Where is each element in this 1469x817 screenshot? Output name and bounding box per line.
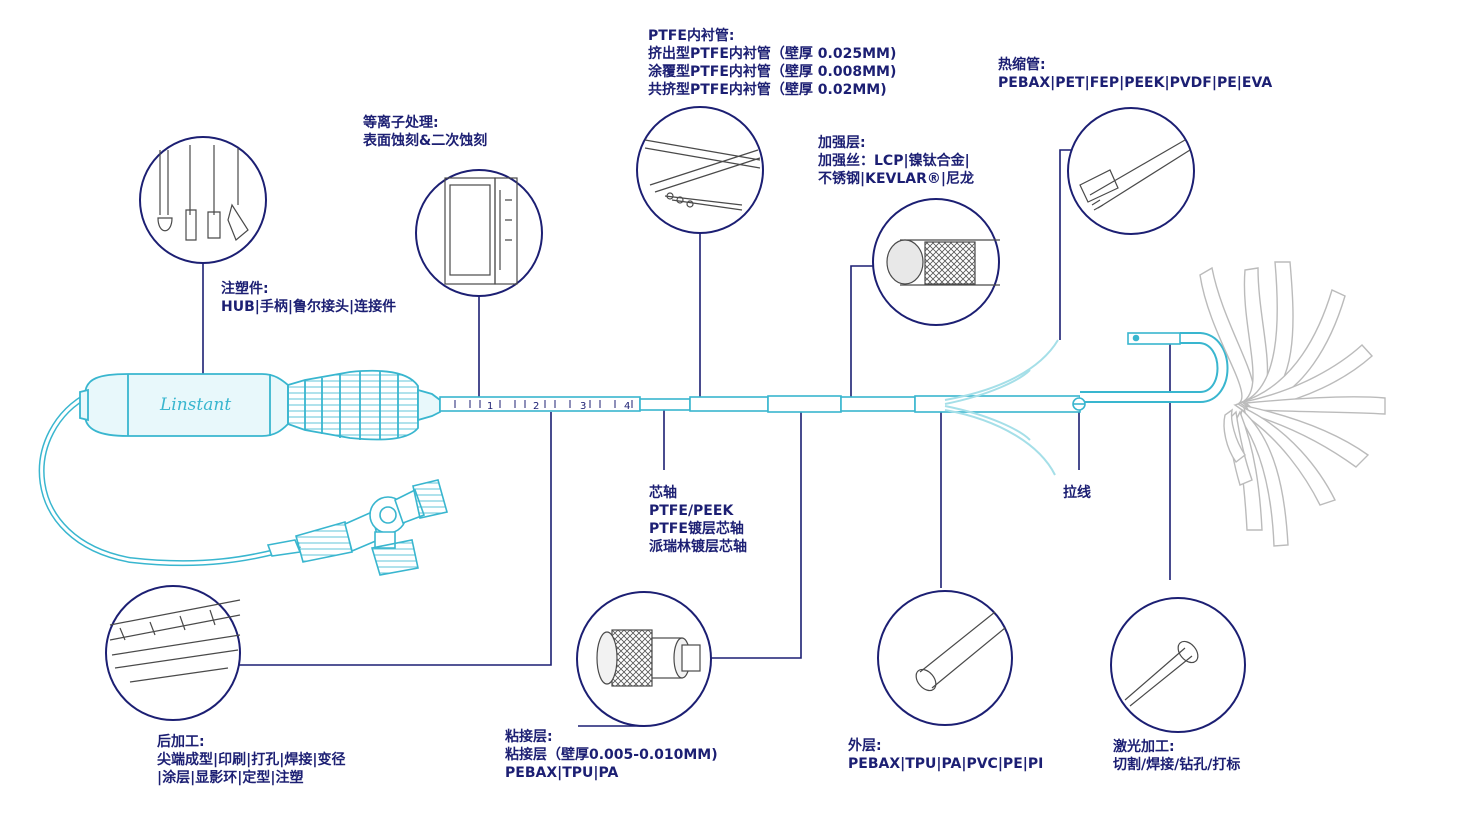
deflection-ghosts bbox=[1199, 261, 1386, 547]
detail-outer-layer bbox=[877, 590, 1013, 726]
callout-ptfe-liner: PTFE内衬管: 挤出型PTFE内衬管（壁厚 0.025MM) 涂覆型PTFE内… bbox=[648, 27, 896, 99]
ruler-ticks bbox=[454, 400, 633, 408]
callout-laser: 激光加工: 切割/焊接/钻孔/打标 bbox=[1113, 738, 1240, 774]
ruler-mark-1: 1 bbox=[487, 401, 493, 412]
brand-logo: Linstant bbox=[159, 395, 231, 415]
detail-reinforce bbox=[872, 198, 1000, 326]
callout-laser-title: 激光加工: bbox=[1113, 739, 1175, 755]
ruler-mark-3: 3 bbox=[580, 401, 586, 412]
callout-ptfe-liner-line: 共挤型PTFE内衬管（壁厚 0.02MM) bbox=[648, 82, 887, 98]
leader-heat-shrink bbox=[1059, 149, 1071, 340]
detail-tie-layer bbox=[576, 591, 712, 727]
callout-plasma-title: 等离子处理: bbox=[363, 115, 439, 131]
callout-reinforce: 加强层: 加强丝：LCP|镍钛合金| 不锈钢|KEVLAR®|尼龙 bbox=[818, 134, 974, 188]
callout-injection-title: 注塑件: bbox=[221, 281, 269, 297]
ruler-mark-4: 4 bbox=[624, 401, 630, 412]
leader-reinforce bbox=[850, 265, 873, 402]
callout-laser-line: 切割/焊接/钻孔/打标 bbox=[1113, 757, 1241, 773]
callout-outer-layer-line: PEBAX|TPU|PA|PVC|PE|PI bbox=[848, 756, 1044, 772]
handle bbox=[79, 369, 441, 441]
detail-plasma bbox=[415, 169, 543, 297]
callout-tie-layer-line: PEBAX|TPU|PA bbox=[505, 765, 619, 781]
callout-ptfe-liner-title: PTFE内衬管: bbox=[648, 28, 735, 44]
callout-plasma: 等离子处理: 表面蚀刻&二次蚀刻 bbox=[363, 114, 487, 150]
extension-tube bbox=[38, 391, 301, 567]
callout-injection: 注塑件: HUB|手柄|鲁尔接头|连接件 bbox=[221, 280, 396, 316]
callout-outer-layer-title: 外层: bbox=[848, 738, 882, 754]
callout-mandrel-line: 派瑞林镀层芯轴 bbox=[649, 539, 747, 555]
callout-heat-shrink: 热缩管: PEBAX|PET|FEP|PEEK|PVDF|PE|EVA bbox=[998, 56, 1272, 92]
callout-tie-layer: 粘接层: 粘接层（壁厚0.005-0.010MM) PEBAX|TPU|PA bbox=[505, 728, 718, 782]
stopcock bbox=[266, 479, 448, 576]
callout-outer-layer: 外层: PEBAX|TPU|PA|PVC|PE|PI bbox=[848, 737, 1043, 773]
callout-post-process-line: |涂层|显影环|定型|注塑 bbox=[157, 770, 304, 786]
detail-heat-shrink bbox=[1067, 107, 1195, 235]
fiber-fan bbox=[944, 339, 1059, 476]
callout-heat-shrink-line: PEBAX|PET|FEP|PEEK|PVDF|PE|EVA bbox=[998, 75, 1273, 91]
callout-pull-wire: 拉线 bbox=[1063, 484, 1091, 502]
callout-ptfe-liner-line: 挤出型PTFE内衬管（壁厚 0.025MM) bbox=[648, 46, 897, 62]
callout-plasma-line: 表面蚀刻&二次蚀刻 bbox=[363, 133, 488, 149]
callout-post-process: 后加工: 尖端成型|印刷|打孔|焊接|变径 |涂层|显影环|定型|注塑 bbox=[157, 733, 345, 787]
detail-post-process bbox=[105, 585, 241, 721]
leader-lines bbox=[202, 149, 1171, 727]
leader-post-process bbox=[238, 412, 552, 666]
detail-ptfe-liner bbox=[636, 106, 764, 234]
ruler-mark-2: 2 bbox=[533, 401, 539, 412]
detail-injection bbox=[139, 136, 267, 264]
callout-post-process-line: 尖端成型|印刷|打孔|焊接|变径 bbox=[157, 752, 346, 768]
callout-heat-shrink-title: 热缩管: bbox=[998, 57, 1046, 73]
catheter-shaft bbox=[439, 332, 1229, 413]
callout-mandrel-line: PTFE/PEEK bbox=[649, 503, 734, 519]
callout-mandrel-line: PTFE镀层芯轴 bbox=[649, 521, 744, 537]
callout-tie-layer-line: 粘接层（壁厚0.005-0.010MM) bbox=[505, 747, 718, 763]
callout-tie-layer-title: 粘接层: bbox=[505, 729, 553, 745]
leader-tie-layer bbox=[708, 412, 802, 659]
callout-ptfe-liner-line: 涂覆型PTFE内衬管（壁厚 0.008MM) bbox=[648, 64, 897, 80]
callout-mandrel: 芯轴 PTFE/PEEK PTFE镀层芯轴 派瑞林镀层芯轴 bbox=[649, 484, 747, 556]
callout-pull-wire-title: 拉线 bbox=[1063, 485, 1091, 501]
callout-post-process-title: 后加工: bbox=[157, 734, 205, 750]
callout-reinforce-line: 不锈钢|KEVLAR®|尼龙 bbox=[818, 171, 975, 187]
callout-reinforce-title: 加强层: bbox=[818, 135, 866, 151]
callout-reinforce-line: 加强丝：LCP|镍钛合金| bbox=[818, 153, 970, 169]
callout-mandrel-title: 芯轴 bbox=[649, 485, 677, 501]
callout-injection-line: HUB|手柄|鲁尔接头|连接件 bbox=[221, 299, 397, 315]
detail-laser bbox=[1110, 597, 1246, 733]
